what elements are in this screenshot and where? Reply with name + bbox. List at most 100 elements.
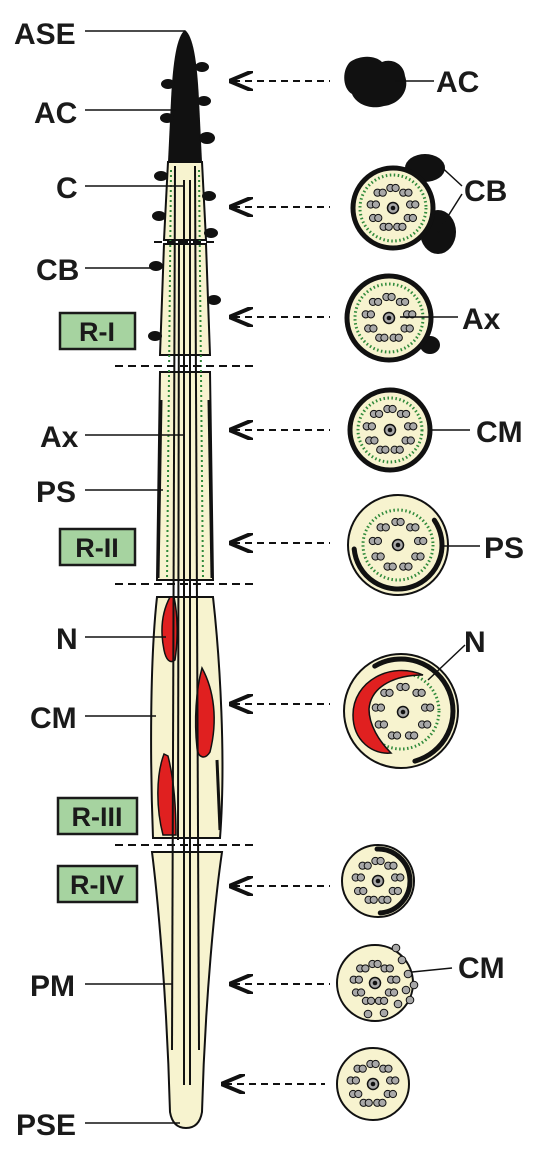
microtubule-doublet	[416, 552, 425, 561]
mitochondrion-dot	[393, 999, 403, 1009]
central-pair-core	[390, 205, 396, 211]
green-dotted-ring	[361, 671, 441, 751]
region-r2-text: R-II	[75, 533, 119, 563]
section-cm	[347, 387, 433, 473]
microtubule-doublet	[359, 886, 368, 896]
label-ac-left: AC	[34, 97, 77, 130]
central-pair-core	[386, 315, 392, 321]
label-pm: PM	[30, 970, 75, 1003]
microtubule-doublet	[367, 996, 376, 1005]
label-n-right: N	[464, 626, 486, 659]
label-cb-right: CB	[464, 175, 507, 208]
green-dotted-ring	[353, 282, 425, 354]
microtubule-doublet	[381, 445, 390, 454]
microtubule-doublet	[356, 873, 366, 882]
nucleus-crescent	[352, 669, 424, 754]
microtubule-doublet	[364, 1098, 373, 1107]
mitochondrion-dot	[363, 1009, 373, 1019]
label-c: C	[56, 172, 78, 205]
acrosome-tip	[168, 30, 202, 162]
region-r3-text: R-III	[72, 802, 123, 832]
microtubule-doublet	[406, 436, 415, 445]
acrosome-cross-section	[344, 56, 407, 108]
microtubule-doublet	[392, 731, 402, 740]
microtubule-doublet	[419, 536, 428, 546]
microtubule-doublet	[394, 333, 403, 342]
microtubule-doublet	[417, 688, 426, 697]
central-pair-core	[370, 1081, 376, 1087]
region-box-r3: R-III	[56, 796, 139, 836]
central-pair-core	[400, 709, 406, 715]
central-pair-core	[372, 980, 378, 986]
microtubule-doublet	[358, 1064, 367, 1073]
microtubule-doublet	[389, 861, 398, 870]
microtubule-doublet	[395, 445, 404, 454]
microtubule-doublet	[408, 213, 418, 223]
region-box-r4: R-IV	[56, 864, 139, 904]
section-n	[343, 653, 459, 769]
label-cb-left: CB	[36, 254, 79, 287]
label-ase: ASE	[14, 18, 76, 51]
label-ps-right: PS	[484, 532, 524, 565]
left-leader-lines	[85, 30, 185, 1124]
microtubule-doublet	[354, 1089, 363, 1099]
microtubule-doublet	[409, 422, 418, 431]
microtubule-doublet	[371, 1059, 380, 1069]
mitochondrion-dot	[397, 955, 407, 965]
microtubule-doublet	[376, 856, 385, 866]
mitochondrion-dot	[391, 943, 401, 953]
label-cm-right-2: CM	[458, 952, 505, 985]
membrane-arc	[372, 656, 456, 764]
microtubule-doublet	[354, 975, 363, 984]
microtubule-doublet	[384, 1064, 393, 1073]
microtubule-doublet	[405, 324, 414, 333]
sperm-longitudinal-body	[148, 30, 224, 1130]
microtubule-doublet	[383, 895, 392, 904]
microtubule-doublet	[389, 988, 399, 997]
microtubule-doublet	[376, 703, 386, 712]
region-r4-text: R-IV	[70, 870, 124, 900]
label-cm-right-1: CM	[476, 416, 523, 449]
membrane-arc	[351, 517, 445, 592]
microtubule-doublet	[378, 188, 387, 197]
microtubule-doublet	[398, 222, 407, 231]
microtubule-doublet	[384, 222, 393, 231]
mitochondrion-dot	[379, 1008, 389, 1018]
microtubule-doublet	[426, 703, 435, 712]
cross-sections	[336, 154, 459, 1121]
microtubule-doublet	[371, 200, 381, 209]
microtubule-doublet	[404, 562, 413, 571]
microtubule-doublet	[388, 562, 397, 571]
membrane-arc	[374, 846, 413, 916]
section-end	[336, 1047, 410, 1121]
central-pair-core	[375, 878, 381, 884]
section-ax	[344, 273, 440, 363]
mitochondrion-dot	[401, 985, 411, 995]
central-pair-core	[395, 542, 401, 548]
microtubule-doublet	[387, 292, 396, 302]
section-pm	[336, 943, 419, 1022]
microtubule-doublet	[392, 975, 401, 984]
acrosomal-bumps	[160, 62, 215, 144]
microtubule-doublet	[410, 731, 419, 740]
mitochondrion-dot	[409, 980, 419, 990]
microtubule-doublet	[373, 959, 382, 969]
microtubule-doublet	[385, 688, 394, 697]
microtubule-doublet	[379, 720, 389, 729]
internal-lines	[171, 165, 200, 1085]
green-dotted-lines	[166, 169, 204, 581]
microtubule-doublet	[370, 436, 379, 445]
section-r4	[341, 844, 415, 918]
microtubule-doublet	[374, 297, 383, 307]
green-dotted-ring	[361, 508, 435, 582]
microtubule-doublet	[361, 964, 370, 973]
microtubule-doublet	[357, 988, 366, 997]
microtubule-doublet	[408, 310, 417, 319]
label-pse: PSE	[16, 1109, 76, 1142]
microtubule-doublet	[393, 886, 403, 896]
label-n-left: N	[56, 623, 78, 656]
microtubule-doublet	[401, 409, 411, 419]
microtubule-doublet	[366, 310, 376, 319]
microtubule-doublet	[367, 422, 377, 431]
